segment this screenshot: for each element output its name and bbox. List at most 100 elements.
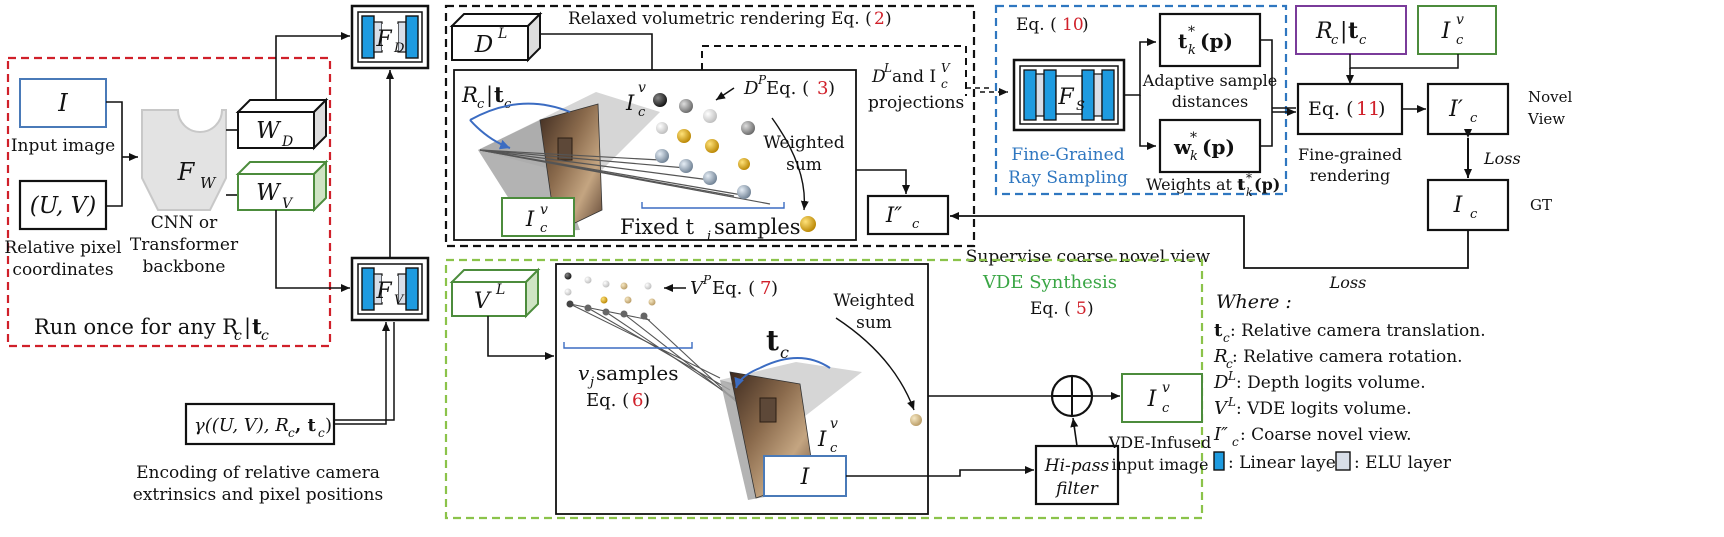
arrow-hipass-plus — [1070, 417, 1079, 447]
camera-rotation-arrow — [469, 119, 511, 150]
vde-density-point — [602, 280, 610, 288]
fs-symbol: F — [1057, 85, 1074, 110]
projection-dash — [701, 45, 967, 96]
dp-eq: Eq. ( — [766, 78, 809, 99]
wd-subscript: D — [281, 134, 293, 150]
eq11-box — [1296, 82, 1404, 136]
legend-t-sub: c — [1223, 331, 1230, 345]
supervise-loop-arrow — [950, 212, 1469, 269]
vde-density-point — [584, 276, 592, 284]
gamma-tc-subscript: c — [318, 426, 325, 440]
eq6-num: 6 — [632, 390, 643, 411]
dl-iv-l: L — [883, 61, 892, 75]
relaxed-label: Relaxed volumetric rendering Eq. ( — [568, 9, 872, 29]
coarse-sum: sum — [786, 155, 822, 175]
fd-block — [350, 4, 430, 70]
arrow-dl-scene — [540, 33, 656, 82]
gt-label: GT — [1530, 196, 1552, 214]
dl-iv-and: and I — [892, 67, 936, 87]
coarse-tc-subscript: c — [504, 97, 512, 112]
ray-lines — [479, 149, 771, 205]
legend-icoarse-sub: c — [1232, 435, 1239, 449]
wv-symbol: W — [256, 180, 282, 206]
vde-weighted-arrow — [835, 317, 915, 411]
legend-v-sup: L — [1227, 395, 1236, 409]
sampling-eq: Eq. ( — [1016, 15, 1057, 35]
vde-weighted: Weighted — [833, 291, 914, 311]
vde-density-point — [600, 296, 608, 304]
weights-at-subscript: k — [1246, 186, 1253, 199]
vde-icv-subscript: c — [830, 441, 838, 456]
uv-box — [18, 179, 108, 231]
right-icv-subscript: c — [1456, 33, 1464, 48]
connector-wk-eq11 — [1260, 110, 1273, 147]
vde-sample — [620, 310, 628, 318]
coarse-icv-box-symbol: I — [525, 207, 535, 231]
backbone-label-3: backbone — [143, 257, 226, 277]
coarse-tc-symbol: t — [494, 82, 504, 107]
density-point — [653, 93, 667, 107]
fine-grained-label-1: Fine-Grained — [1011, 145, 1124, 165]
density-point — [703, 109, 717, 123]
fixed-end: samples — [714, 215, 801, 239]
eq6-close: ) — [643, 390, 650, 411]
right-icv-symbol: I — [1441, 19, 1452, 44]
vde-sample — [640, 312, 648, 320]
vde-icv-symbol: I — [817, 427, 827, 451]
encoding-label-2: extrinsics and pixel positions — [133, 485, 383, 505]
coarse-rc-symbol: R — [461, 83, 478, 107]
legend-icoarse: I″ — [1213, 424, 1228, 445]
eq6-label: Eq. ( — [586, 390, 629, 411]
vde-input-box — [763, 455, 847, 497]
coarse-novel-view-box — [866, 194, 950, 236]
coarse-icv-box-superscript: v — [540, 202, 548, 218]
wv-front-face — [237, 173, 315, 211]
eq5-close: ) — [1087, 299, 1094, 319]
density-point — [679, 99, 693, 113]
density-point — [738, 158, 750, 170]
vde-infused-label-1: VDE-Infused — [1108, 433, 1212, 452]
hipass-label-2: filter — [1054, 479, 1099, 499]
dp-superscript: P — [757, 73, 767, 87]
gt-subscript: c — [1470, 207, 1478, 222]
legend-v: V — [1214, 398, 1229, 419]
coarse-novel-view-subscript: c — [912, 217, 920, 232]
fine-render-label-2: rendering — [1310, 166, 1390, 185]
vj-subscript: j — [587, 375, 594, 390]
connector-i — [106, 101, 123, 157]
connector-rc-icv — [1349, 54, 1459, 69]
legend-r-sub: c — [1226, 357, 1233, 371]
weighted-sum-arrow — [771, 117, 809, 211]
dl-top-face — [449, 13, 543, 27]
sample-point — [703, 171, 717, 185]
tk-subscript: k — [1188, 43, 1196, 58]
gt-box — [1426, 178, 1510, 232]
arrow-scene-coarse — [856, 169, 910, 194]
fv-symbol: F — [375, 279, 392, 304]
wk-superscript: * — [1190, 130, 1197, 146]
vde-density-point — [564, 272, 572, 280]
legend-line-2: : Relative camera rotation. — [1232, 347, 1463, 367]
dl-iv-c: c — [941, 77, 948, 91]
weights-at-superscript: * — [1246, 171, 1252, 185]
wk-subscript: k — [1190, 149, 1198, 164]
vde-tc-symbol: t — [766, 324, 779, 357]
eq11-label: Eq. ( — [1308, 98, 1354, 120]
gamma-rc-subscript: c — [288, 426, 295, 440]
dp-symbol: D — [743, 78, 759, 99]
density-point — [656, 122, 668, 134]
coarse-weighted: Weighted — [763, 133, 844, 153]
vp-eq-num: 7 — [760, 278, 771, 299]
dl-superscript: L — [497, 26, 507, 42]
novel-label-1: Novel — [1528, 88, 1573, 106]
hipass-label-1: Hi-pass — [1044, 456, 1110, 476]
right-icv-superscript: v — [1456, 12, 1464, 28]
backbone-label-2: Transformer — [130, 235, 239, 255]
arrow-vl-scene — [487, 316, 554, 360]
dl-symbol: D — [474, 32, 493, 58]
relaxed-eq-num: 2 — [874, 9, 885, 29]
coarse-icv-superscript: v — [638, 80, 646, 96]
vl-symbol: V — [474, 289, 492, 314]
vde-icv-superscript: v — [830, 416, 838, 432]
